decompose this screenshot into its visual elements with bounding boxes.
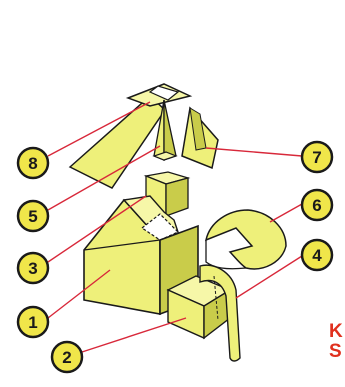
leader-line-2	[82, 318, 186, 352]
callout-4-label: 4	[312, 246, 322, 265]
callout-1: 1	[18, 307, 48, 337]
callout-5-label: 5	[28, 207, 37, 226]
callout-3: 3	[18, 253, 48, 283]
leader-line-7	[206, 148, 302, 156]
leader-line-6	[270, 204, 302, 222]
callout-2-label: 2	[62, 348, 71, 367]
callout-3-label: 3	[28, 259, 37, 278]
corner-text-line-2: S	[329, 342, 342, 361]
callout-5: 5	[18, 201, 48, 231]
roof-part-7	[182, 108, 218, 168]
callout-6: 6	[302, 190, 332, 220]
callout-8: 8	[18, 148, 48, 178]
callout-7-label: 7	[312, 148, 321, 167]
callout-7: 7	[302, 142, 332, 172]
corner-text-line-1: K	[329, 322, 343, 341]
callout-4: 4	[302, 240, 332, 270]
callout-2: 2	[52, 342, 82, 372]
callout-6-label: 6	[312, 196, 321, 215]
callout-1-label: 1	[28, 313, 37, 332]
callout-8-label: 8	[28, 154, 37, 173]
round-roof-part-6	[206, 210, 286, 269]
